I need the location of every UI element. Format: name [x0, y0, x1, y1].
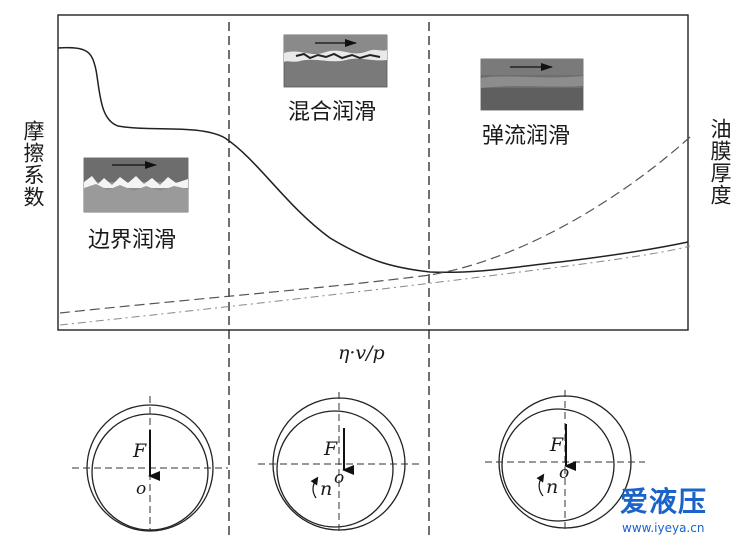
regime-label-boundary: 边界润滑 — [88, 228, 177, 253]
origin-label-3: o — [559, 463, 570, 483]
x-axis-label: η·v/p — [338, 342, 385, 364]
y-right-axis-label: 油膜厚度 — [708, 118, 732, 206]
force-label-1: F — [133, 440, 147, 462]
bearing-1 — [72, 396, 228, 532]
bearing-3 — [485, 390, 645, 532]
watermark-brand: 爱液压 — [620, 485, 708, 518]
inset-mixed-lubrication — [283, 34, 388, 88]
plot-frame — [57, 14, 689, 331]
watermark-url: www.iyeya.cn — [622, 521, 705, 535]
force-label-3: F — [550, 434, 564, 456]
rotation-arrow-3 — [536, 473, 545, 497]
force-label-2: F — [324, 438, 338, 460]
y-left-axis-label: 摩擦系数 — [21, 120, 45, 208]
inset-boundary-lubrication — [83, 157, 189, 213]
regime-label-ehl: 弹流润滑 — [482, 124, 571, 149]
origin-label-2: o — [334, 468, 345, 488]
regime-label-mixed: 混合润滑 — [288, 100, 377, 125]
friction-curve — [57, 46, 689, 274]
rotation-label-2: n — [320, 478, 333, 500]
inset-ehl-lubrication — [480, 58, 584, 111]
bearing-2 — [258, 392, 420, 535]
film-thickness-curve-lower — [59, 245, 691, 326]
film-thickness-curve-upper — [59, 136, 691, 314]
rotation-label-3: n — [546, 476, 559, 498]
rotation-arrow-2 — [310, 476, 319, 499]
origin-label-1: o — [136, 479, 147, 499]
